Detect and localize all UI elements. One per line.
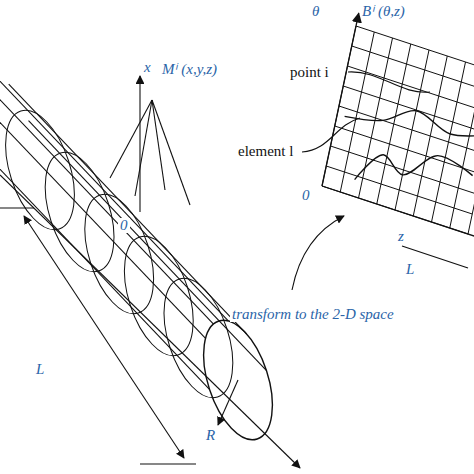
mapped-curve	[355, 155, 473, 180]
projection-ray	[152, 100, 190, 205]
axis-label: 0	[118, 218, 130, 233]
surface-line	[29, 121, 267, 371]
surface-line	[0, 88, 206, 338]
transform-arrow	[292, 216, 344, 290]
callout-label: element l	[238, 144, 293, 159]
axis-label: R	[206, 428, 215, 443]
grid-line	[432, 62, 466, 222]
axis-label: 0	[302, 188, 310, 203]
axis-label: θ	[312, 4, 319, 19]
projection-ray	[135, 100, 152, 196]
grid-line	[352, 46, 474, 94]
axis-label: L	[36, 362, 44, 377]
axis-label: z	[398, 229, 404, 244]
surface-line	[0, 139, 209, 389]
grid-line	[468, 74, 474, 234]
projection-ray	[152, 100, 165, 190]
surface-line	[0, 74, 214, 324]
grid-line	[339, 106, 474, 154]
dimension-tick	[0, 207, 34, 208]
axis-label: L	[404, 262, 416, 277]
mapped-curve	[345, 111, 474, 136]
callout-label: point i	[290, 65, 329, 80]
axis-label: Bⁱ (θ,z)	[362, 4, 405, 19]
surface-line	[9, 84, 247, 334]
leader-line	[302, 118, 360, 152]
axes-and-leaders	[0, 72, 468, 468]
axis-label: Mⁱ (x,y,z)	[162, 62, 217, 77]
axis-label: x	[144, 60, 151, 75]
x-axis	[139, 76, 140, 212]
grid-line	[343, 86, 474, 134]
cross-section	[190, 312, 285, 448]
dimension-tick	[140, 463, 196, 464]
projection-ray	[110, 100, 152, 178]
grid-line	[413, 56, 447, 216]
grid-line	[348, 66, 474, 114]
leader-line	[348, 72, 430, 92]
dimension-line	[24, 216, 184, 458]
grid-line	[450, 68, 474, 228]
surface-line	[0, 71, 228, 321]
theta-axis	[322, 13, 359, 186]
cylinder	[0, 71, 286, 448]
radius-line	[218, 380, 238, 425]
grid-line	[331, 146, 474, 194]
grid-line	[356, 26, 474, 74]
parameter-grid	[322, 13, 474, 236]
note-label: transform to the 2-D space	[230, 307, 396, 322]
